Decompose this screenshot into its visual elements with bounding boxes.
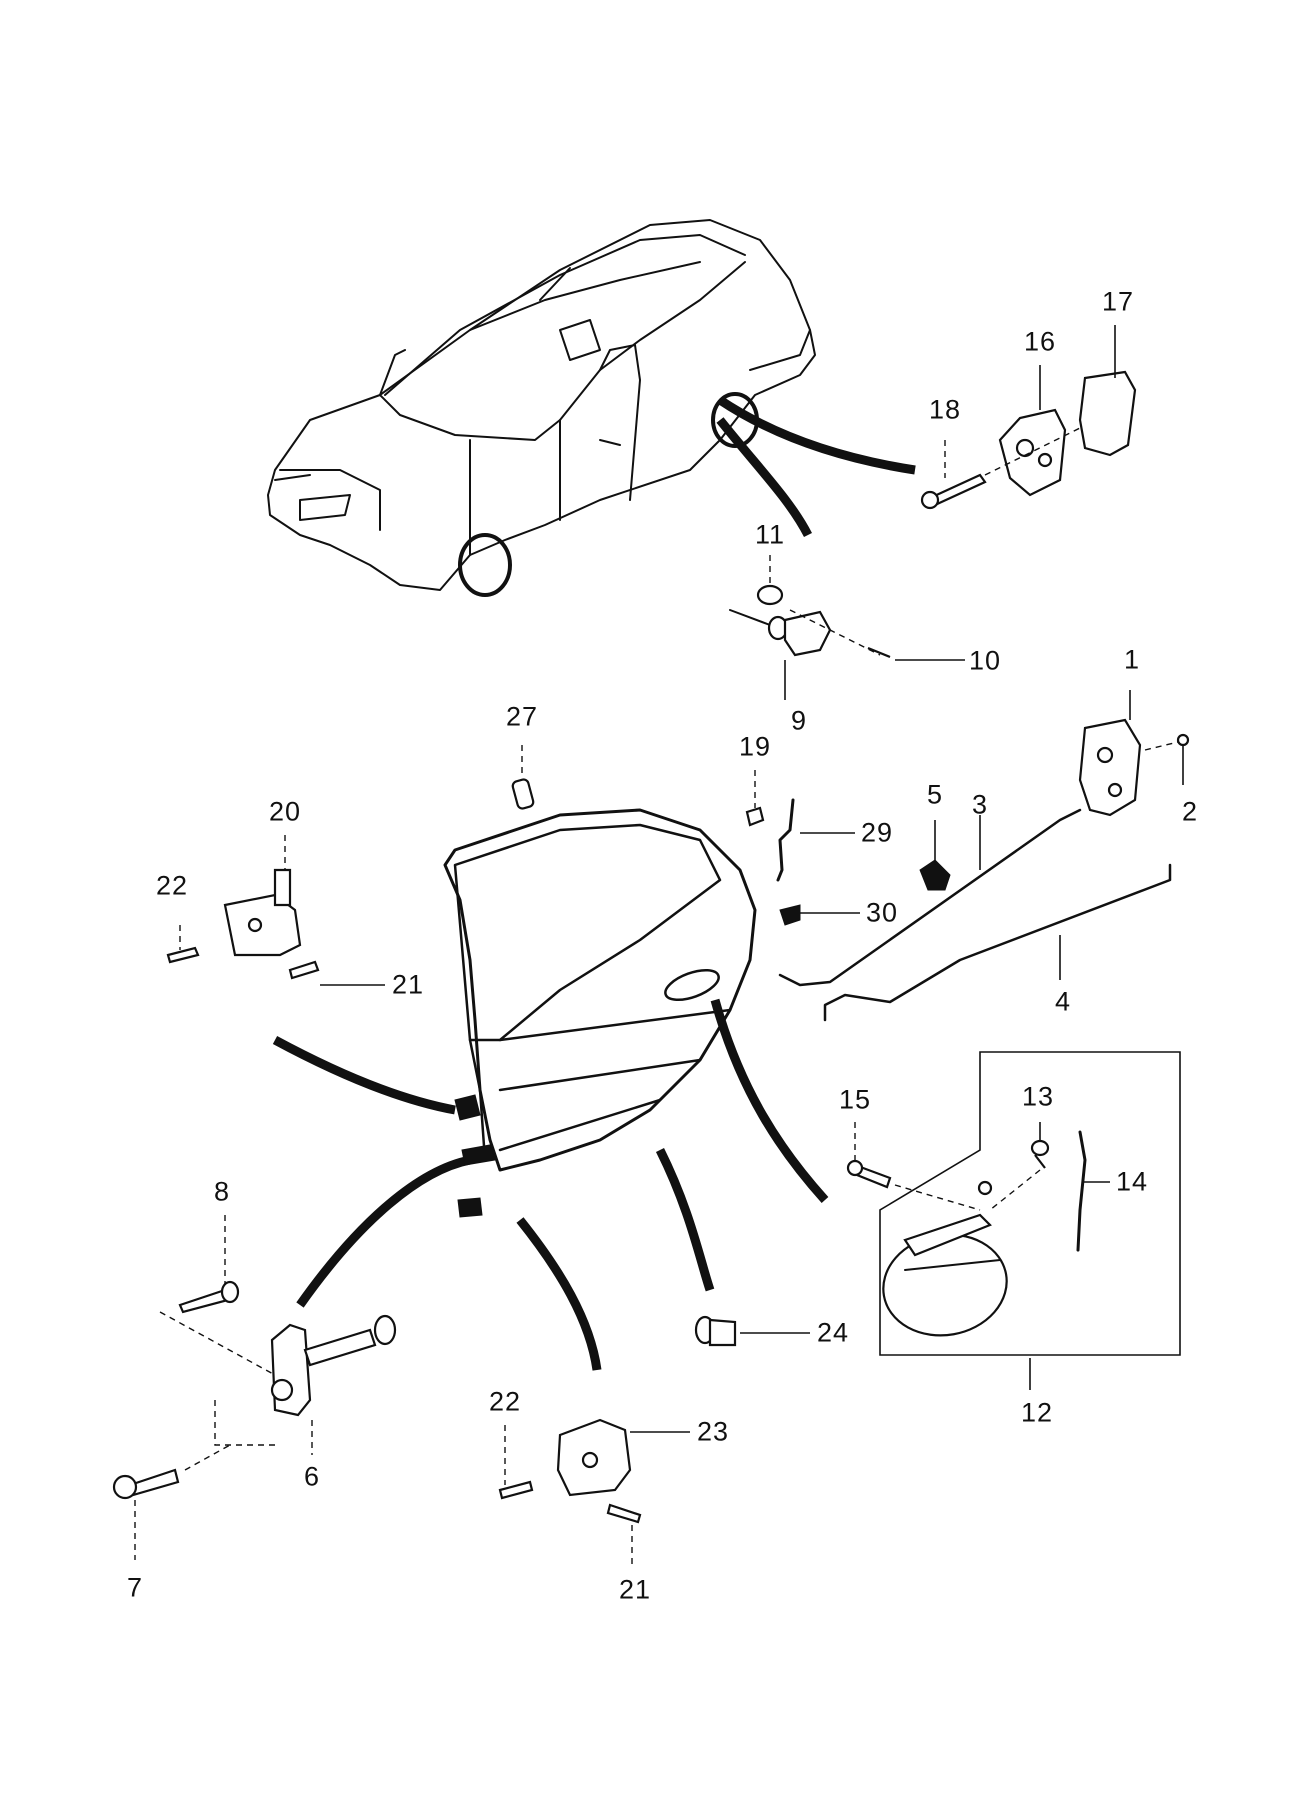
callout-12: 12 <box>1020 1397 1054 1428</box>
pointer-stroke <box>296 1155 471 1308</box>
callout-10: 10 <box>968 645 1002 676</box>
callout-22-upper: 22 <box>155 870 189 901</box>
callout-1: 1 <box>1123 644 1141 675</box>
lock-rod-part <box>823 863 1172 1022</box>
inside-handle-rod-part <box>778 808 1082 987</box>
callout-29: 29 <box>860 817 894 848</box>
callout-13: 13 <box>1021 1081 1055 1112</box>
plug-assembly <box>694 1315 737 1347</box>
lock-link-part <box>776 798 795 882</box>
callout-27: 27 <box>505 701 539 732</box>
callout-14: 14 <box>1115 1166 1149 1197</box>
callout-9: 9 <box>790 705 808 736</box>
callout-8: 8 <box>213 1176 231 1207</box>
callout-7: 7 <box>126 1572 144 1603</box>
rod-holder-part <box>779 904 801 926</box>
rod-clip-part <box>919 859 951 891</box>
upper-hinge-assembly <box>166 868 320 980</box>
callout-17: 17 <box>1101 286 1135 317</box>
pad-part <box>745 806 765 827</box>
pointer-stroke <box>655 1147 715 1292</box>
door-switch-assembly <box>729 584 891 659</box>
lower-hinge-assembly <box>498 1418 642 1524</box>
callout-16: 16 <box>1023 326 1057 357</box>
door-check-assembly <box>112 1280 397 1500</box>
callout-2: 2 <box>1181 796 1199 827</box>
callout-19: 19 <box>738 731 772 762</box>
outside-handle-assembly <box>846 1051 1181 1356</box>
callout-15: 15 <box>838 1084 872 1115</box>
callout-21-lower: 21 <box>618 1574 652 1605</box>
callout-24: 24 <box>816 1317 850 1348</box>
callout-22-lower: 22 <box>488 1386 522 1417</box>
pointer-stroke <box>272 1036 456 1115</box>
callout-21-upper: 21 <box>391 969 425 1000</box>
callout-11: 11 <box>754 519 786 550</box>
pointer-stroke <box>716 417 813 538</box>
callout-4: 4 <box>1054 986 1072 1017</box>
pointer-stroke <box>516 1217 602 1371</box>
pointer-stroke <box>717 396 916 475</box>
latch-assembly <box>1078 718 1190 817</box>
callout-3: 3 <box>971 789 989 820</box>
striker-assembly <box>920 370 1137 510</box>
door-hinge-parts <box>454 1094 496 1218</box>
leader-lines <box>134 325 1184 1565</box>
rear-door-illustration <box>443 808 757 1172</box>
callout-20: 20 <box>268 796 302 827</box>
callout-23: 23 <box>696 1416 730 1447</box>
callout-5: 5 <box>926 779 944 810</box>
pointer-stroke <box>710 998 829 1204</box>
callout-6: 6 <box>303 1461 321 1492</box>
stopper-part <box>511 778 535 810</box>
callout-18: 18 <box>928 394 962 425</box>
callout-30: 30 <box>865 897 899 928</box>
